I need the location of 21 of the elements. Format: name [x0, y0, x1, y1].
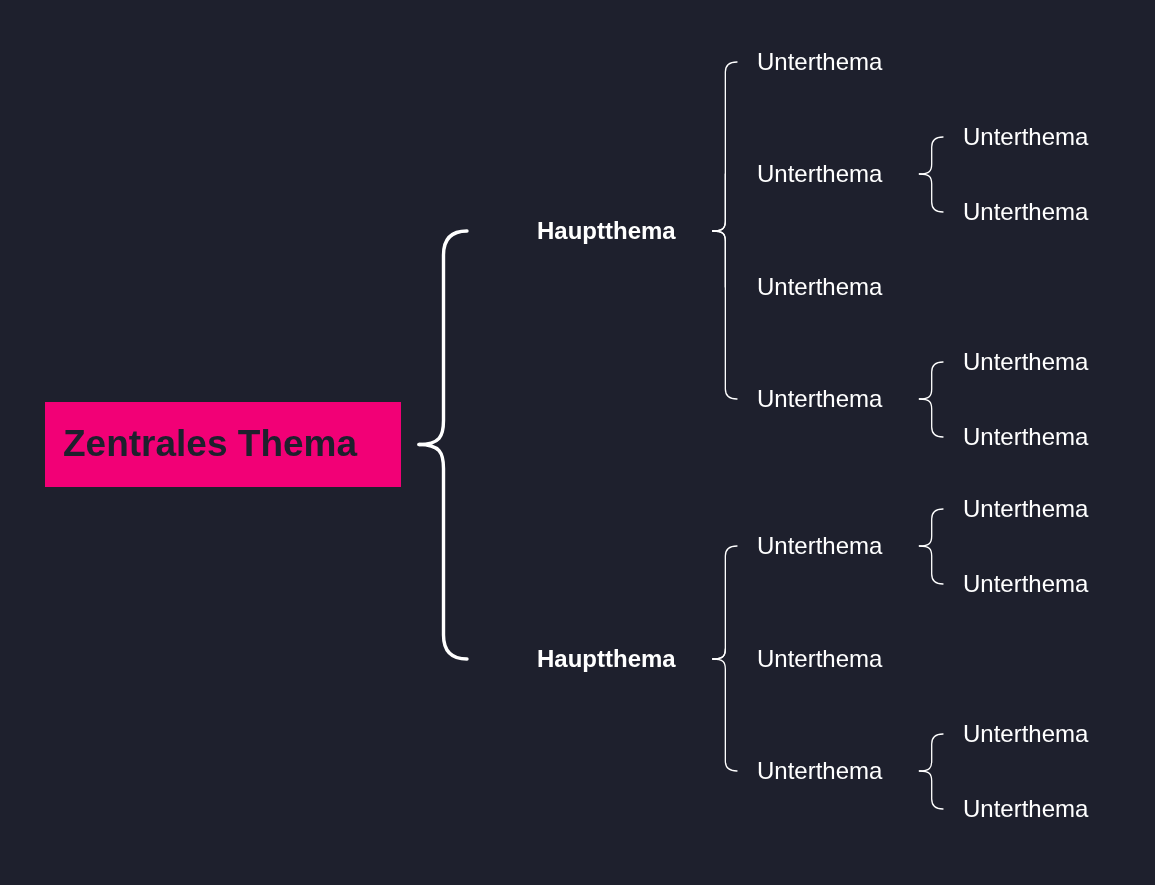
subtopic-label: Unterthema	[963, 794, 1089, 824]
subtopic-label: Unterthema	[963, 719, 1089, 749]
main-topic-label: Hauptthema	[537, 644, 676, 674]
subtopic-label: Unterthema	[757, 531, 883, 561]
subtopic-label: Unterthema	[757, 644, 883, 674]
subtopic-label: Unterthema	[757, 272, 883, 302]
subtopic-label: Unterthema	[963, 122, 1089, 152]
subtopic-label: Unterthema	[757, 47, 883, 77]
subtopic-label: Unterthema	[963, 422, 1089, 452]
subtopic-label: Unterthema	[963, 569, 1089, 599]
subtopic-label: Unterthema	[963, 494, 1089, 524]
subtopic-label: Unterthema	[757, 159, 883, 189]
subtopic-label: Unterthema	[757, 384, 883, 414]
brace-connector	[712, 230, 738, 400]
subtopic-label: Unterthema	[757, 756, 883, 786]
subtopic-label: Unterthema	[963, 197, 1089, 227]
central-topic-box	[45, 402, 401, 487]
main-topic-label: Hauptthema	[537, 216, 676, 246]
brace-connector	[417, 442, 469, 661]
central-topic-text: Zentrales Thema	[63, 422, 358, 467]
subtopic-label: Unterthema	[963, 347, 1089, 377]
